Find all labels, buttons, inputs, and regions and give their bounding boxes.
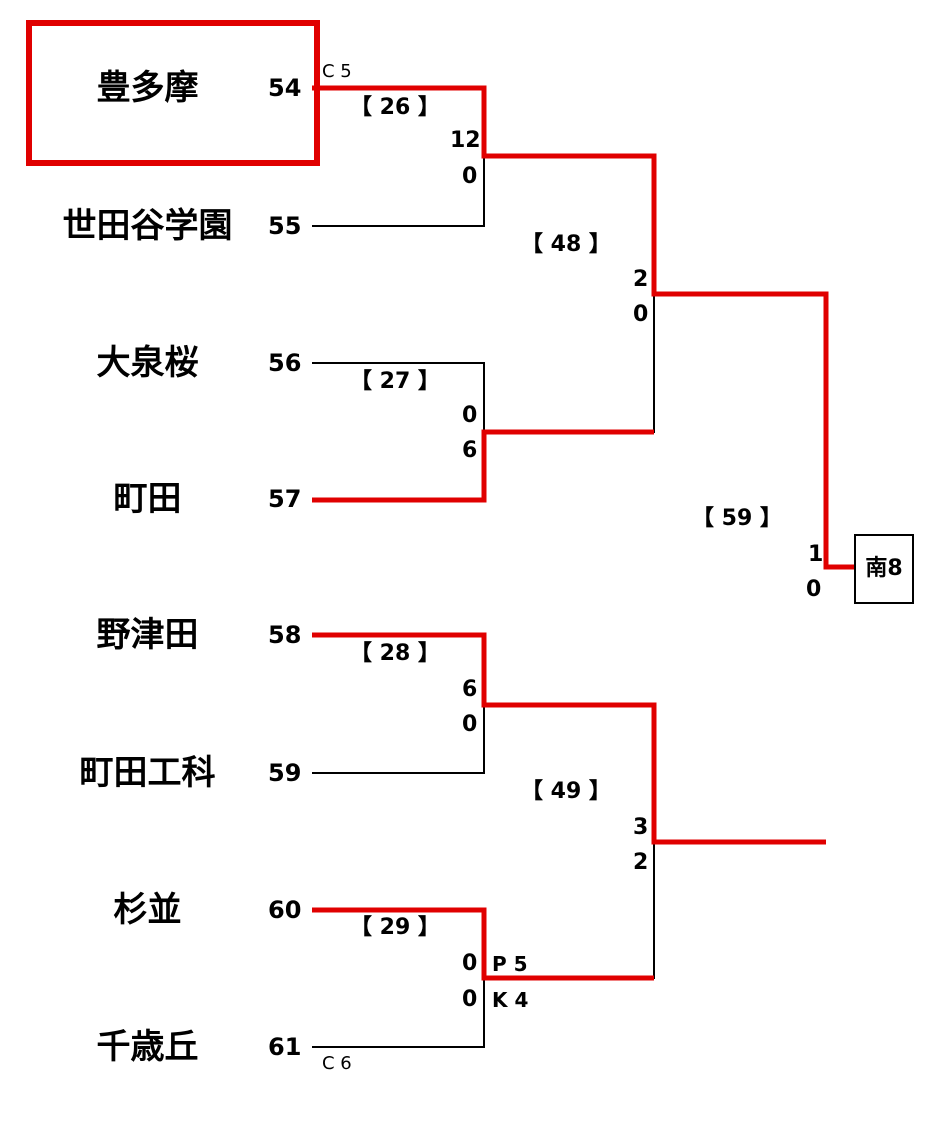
- match-label-48: 【 48 】: [521, 232, 611, 257]
- score: 0: [462, 164, 478, 189]
- seed-number: 58: [268, 621, 302, 649]
- seed-number: 57: [268, 485, 302, 513]
- highlight-box: [26, 20, 320, 166]
- winner-label: 南8: [865, 556, 903, 581]
- score: 2: [633, 850, 649, 875]
- score: 0: [806, 577, 822, 602]
- score: 0: [462, 951, 478, 976]
- note-c6: C 6: [322, 1053, 352, 1074]
- match-label-26: 【 26 】: [350, 95, 440, 120]
- seed-number: 60: [268, 896, 302, 924]
- score: 0: [462, 987, 478, 1012]
- score: 0: [462, 712, 478, 737]
- team-name: 杉並: [113, 890, 182, 930]
- team-name: 大泉桜: [96, 343, 199, 383]
- seed-number: 59: [268, 759, 302, 787]
- loser-lines: [312, 156, 827, 1048]
- line-m48-bottom: [484, 294, 655, 433]
- score: 0: [462, 403, 478, 428]
- winner-lines: [312, 85, 854, 981]
- match-label-27: 【 27 】: [350, 369, 440, 394]
- score: 1: [808, 542, 824, 567]
- line-setagaya: [312, 156, 485, 227]
- match-label-59: 【 59 】: [692, 506, 782, 531]
- score: 2: [633, 267, 649, 292]
- seed-number: 54: [268, 74, 302, 102]
- line-chitosegaoka: [312, 978, 485, 1048]
- win-toyotama: [312, 85, 854, 570]
- team-name: 千歳丘: [96, 1027, 199, 1067]
- line-oizumisakura: [312, 362, 485, 432]
- team-name: 豊多摩: [96, 68, 199, 108]
- team-name: 町田: [113, 479, 182, 519]
- match-label-29: 【 29 】: [350, 915, 440, 940]
- team-name: 世田谷学園: [62, 206, 233, 246]
- pk-score: P 5: [492, 952, 528, 976]
- score: 6: [462, 677, 478, 702]
- winner-box: 南8: [854, 534, 914, 604]
- match-label-49: 【 49 】: [521, 779, 611, 804]
- score: 0: [633, 302, 649, 327]
- score: 3: [633, 815, 649, 840]
- score: 6: [462, 438, 478, 463]
- seed-number: 56: [268, 349, 302, 377]
- score: 12: [450, 128, 481, 153]
- win-suginami: [312, 907, 654, 981]
- team-name: 町田工科: [79, 753, 216, 793]
- win-nozuta: [312, 632, 826, 845]
- win-machida: [312, 429, 654, 503]
- match-label-28: 【 28 】: [350, 641, 440, 666]
- pk-score: K 4: [492, 988, 529, 1012]
- line-machidakoka: [312, 705, 485, 774]
- team-name: 野津田: [96, 615, 199, 655]
- note-c5: C 5: [322, 61, 352, 82]
- seed-number: 61: [268, 1033, 302, 1061]
- seed-number: 55: [268, 212, 302, 240]
